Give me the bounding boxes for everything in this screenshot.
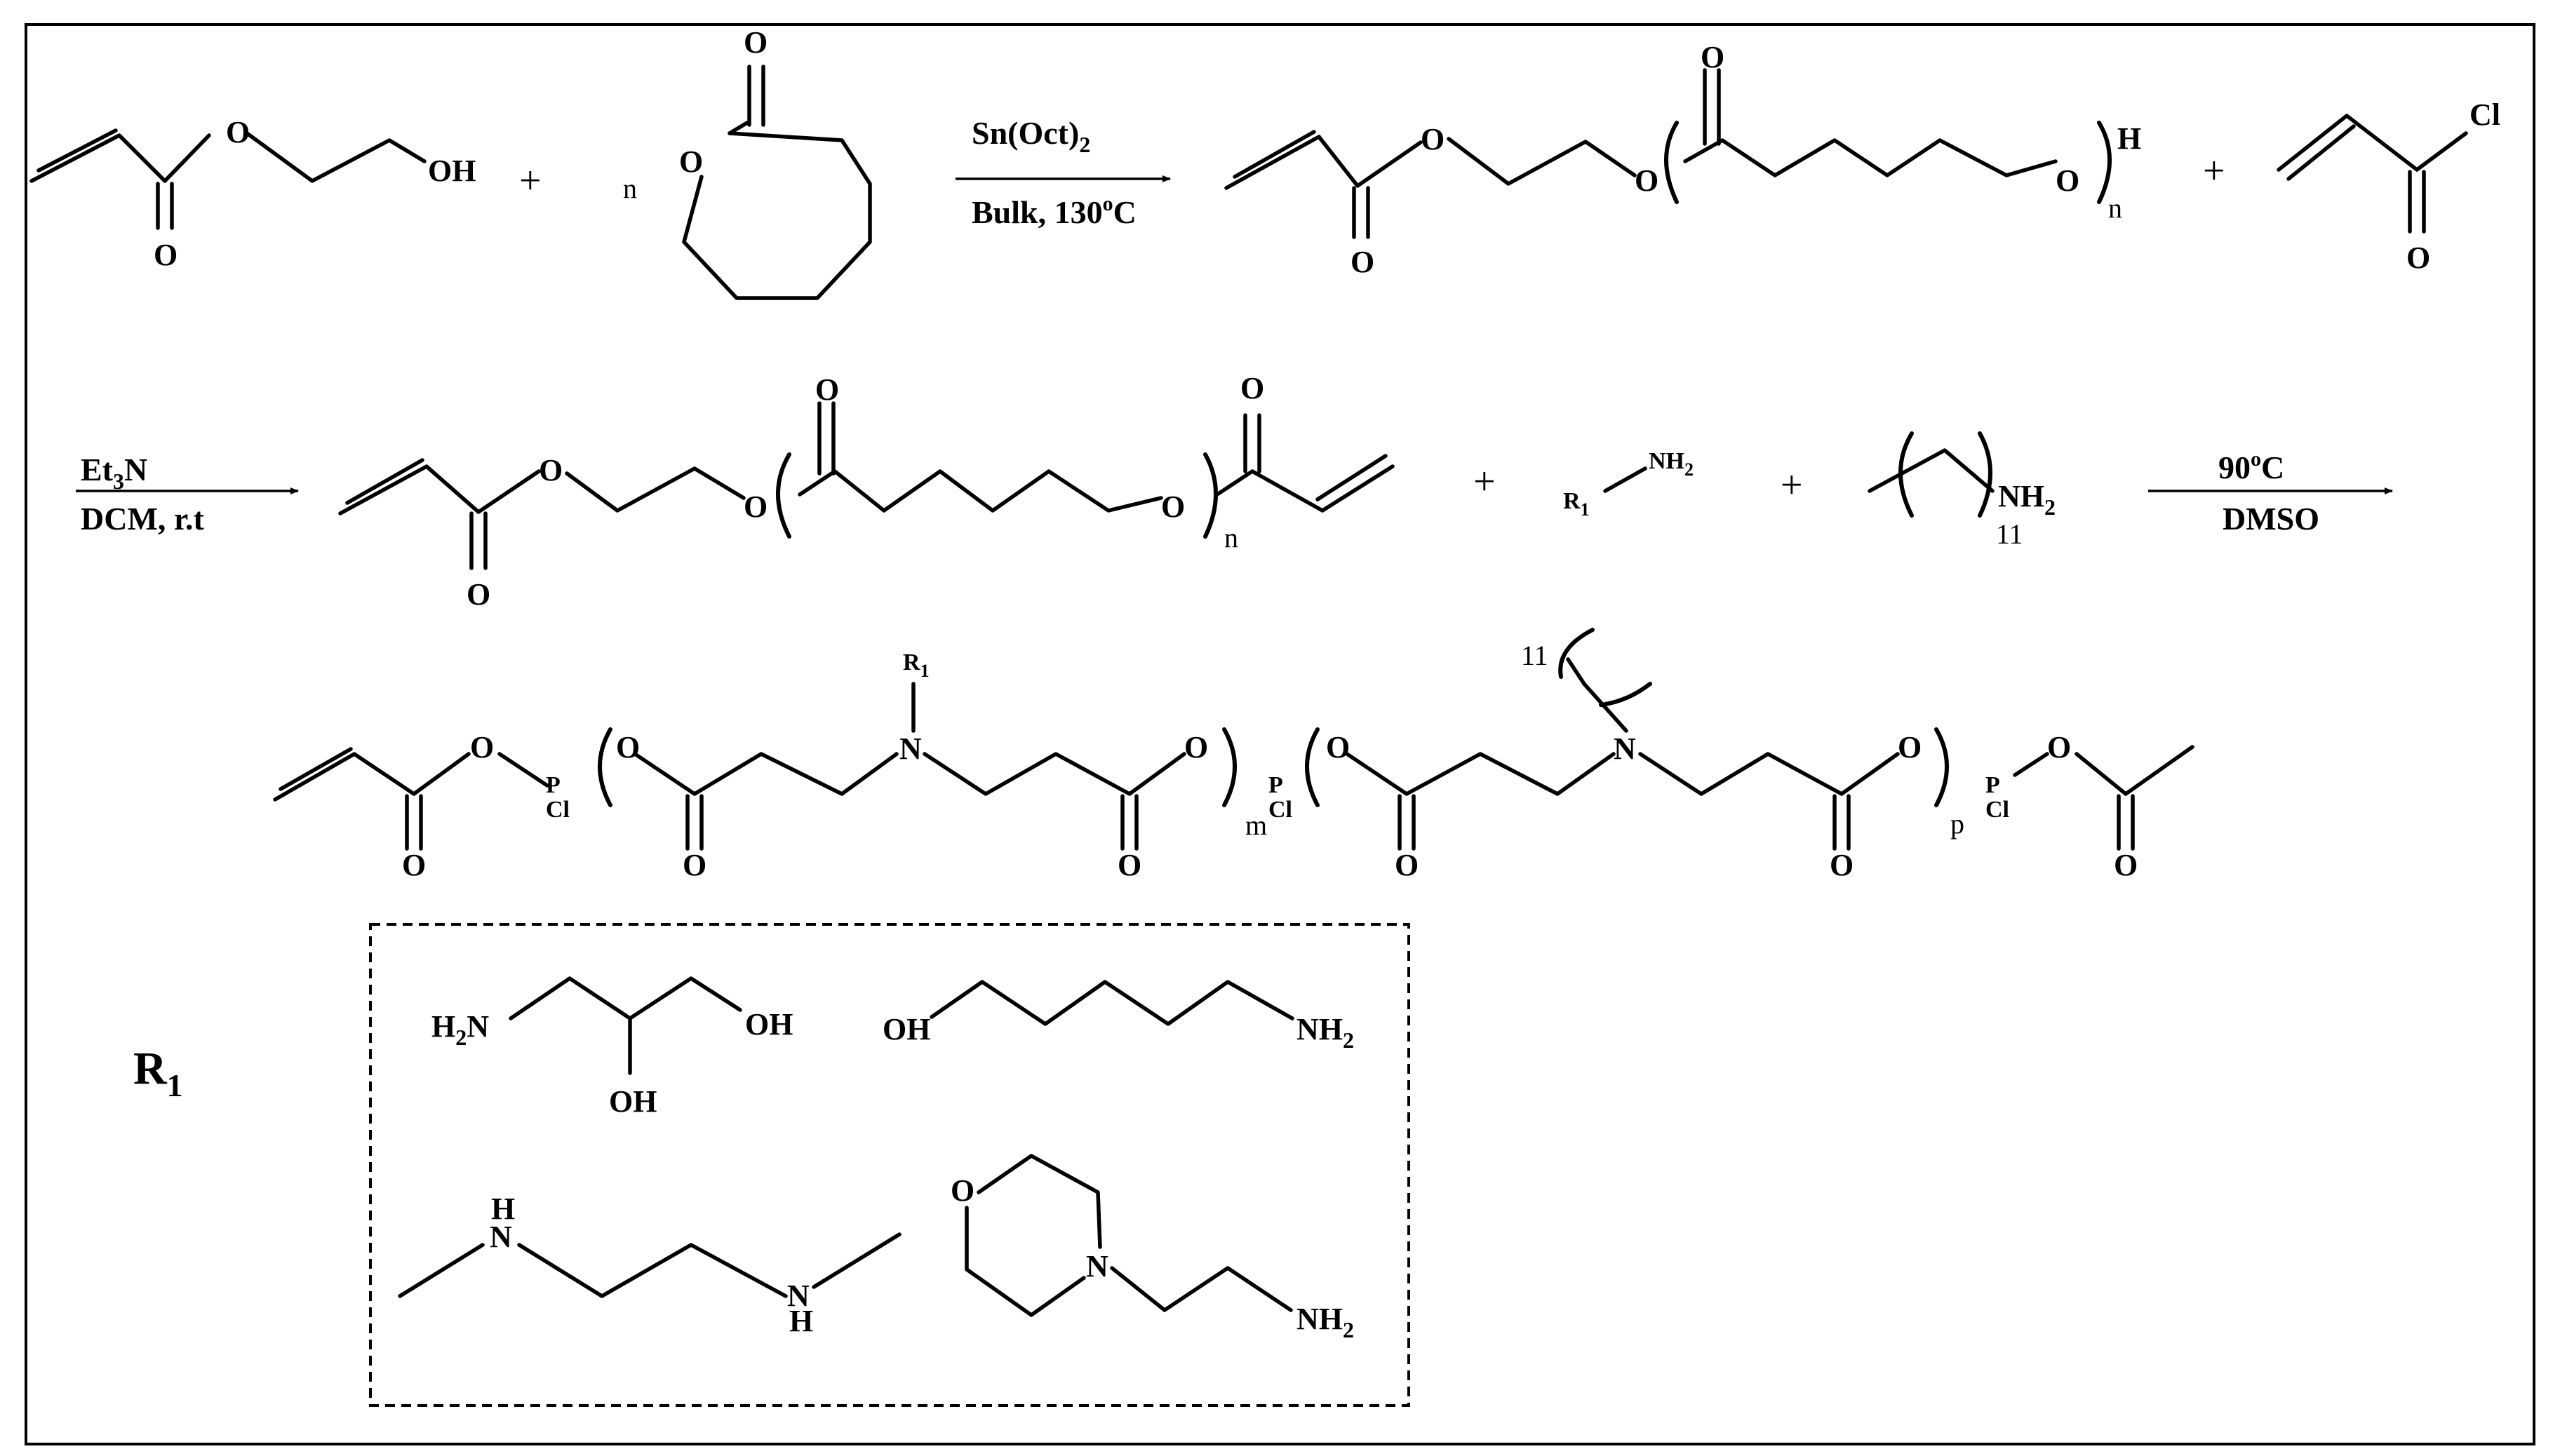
r1-label: R1: [1563, 488, 1590, 520]
pcl-carbonyl-oxygen-label: O: [1701, 40, 1724, 74]
carbonyl-oxygen-label: O: [154, 238, 177, 272]
ester-oxygen-label: O: [539, 453, 563, 487]
plus-sign: +: [519, 159, 542, 203]
amine-label: NH2: [1649, 448, 1694, 480]
acrylate-carbonyl-oxygen-label: O: [1240, 371, 1264, 405]
acryloyl-chloride: Cl O: [2277, 97, 2500, 275]
step3-solvent: DMSO: [2223, 501, 2319, 537]
block-p-label: P: [546, 772, 561, 798]
carbonyl-oxygen-label: O: [1351, 245, 1374, 279]
plus-sign: +: [2203, 149, 2225, 193]
hydroxyl-label: OH: [428, 154, 476, 188]
carbonyl-oxygen-label: O: [1118, 848, 1141, 882]
plus-sign: +: [1473, 460, 1496, 504]
oxygen-label: O: [1326, 730, 1350, 764]
dodecylamine: NH2 11: [1868, 431, 2056, 550]
amine-h-label: H: [491, 1192, 515, 1226]
ester-oxygen-label: O: [2047, 730, 2071, 764]
hydroxyl-label: OH: [609, 1084, 657, 1119]
chlorine-label: Cl: [2469, 97, 2500, 132]
pcl-start-oxygen-label: O: [744, 490, 768, 524]
aminoethyl-morpholine: O N NH2: [951, 1154, 1354, 1342]
carbonyl-oxygen-label: O: [2406, 241, 2430, 275]
ester-oxygen-label: O: [470, 730, 494, 764]
carbonyl-oxygen-label: O: [2114, 848, 2138, 882]
amine-label: NH2: [1296, 1012, 1354, 1053]
carbonyl-oxygen-label: O: [1830, 848, 1854, 882]
hydroxyl-label: OH: [883, 1012, 930, 1046]
pcl-carbonyl-oxygen-label: O: [815, 372, 839, 407]
index-eleven: 11: [1996, 518, 2023, 550]
amine-n-label: N: [1614, 732, 1636, 766]
oxygen-label: O: [1898, 730, 1922, 764]
oxygen-label: O: [616, 730, 640, 764]
hydrogen-end-label: H: [2117, 121, 2141, 156]
ring-oxygen-label: O: [679, 144, 703, 179]
hydroxyl-label: OH: [745, 1007, 793, 1042]
reaction-arrow-step3: 90oC DMSO: [2148, 447, 2393, 537]
reaction-arrow-step2: Et3N DCM, r.t: [76, 452, 299, 537]
r1-amine: R1 NH2: [1563, 448, 1694, 520]
step1-conditions: Bulk, 130oC: [972, 192, 1137, 230]
step3-temperature: 90oC: [2218, 447, 2284, 485]
amine-label: NH2: [1998, 479, 2056, 520]
carbonyl-oxygen-label: O: [402, 848, 426, 882]
block-p-label: P: [1268, 772, 1283, 798]
step2-reagent: Et3N: [81, 452, 147, 494]
lactone-carbonyl-oxygen-label: O: [744, 25, 768, 60]
pcl-diacrylate: O O O O O O n: [338, 371, 1395, 612]
amine-label: H2N: [431, 1009, 489, 1050]
amine-h-label: H: [789, 1304, 813, 1338]
block-chlorine-label: Cl: [1268, 797, 1292, 823]
amine-n-label: N: [899, 732, 922, 766]
reaction-arrow-step1: Sn(Oct)2 Bulk, 130oC: [956, 115, 1171, 230]
index-p: p: [1950, 808, 1964, 840]
ring-oxygen-label: O: [951, 1173, 974, 1208]
r1-options-box: [369, 923, 1410, 1407]
final-polymer: O O P Cl O O N R1 O O m P Cl O O N 11: [273, 628, 2194, 882]
amine-n-label: N: [490, 1220, 512, 1254]
step1-reagent: Sn(Oct)2: [972, 115, 1090, 157]
amino-propanediol: H2N OH OH: [431, 976, 793, 1119]
caprolactone-ring: O O: [679, 25, 872, 300]
ester-oxygen-label: O: [1421, 122, 1445, 156]
step2-conditions: DCM, r.t: [81, 501, 205, 537]
carbonyl-oxygen-label: O: [467, 577, 490, 612]
ester-oxygen-label: O: [226, 115, 250, 149]
index-m: m: [1245, 809, 1267, 841]
r1-box-label: R1: [133, 1043, 183, 1103]
index-eleven: 11: [1521, 640, 1548, 671]
index-n: n: [2108, 192, 2122, 224]
block-chlorine-label: Cl: [546, 797, 570, 823]
carbonyl-oxygen-label: O: [1395, 848, 1419, 882]
amine-label: NH2: [1296, 1302, 1354, 1342]
block-p-label: P: [1985, 772, 2000, 798]
dimethylethylenediamine: H N N H: [398, 1192, 902, 1338]
scheme-frame: [25, 23, 2535, 1445]
hea-pcl-product: O O O O O H n: [1224, 40, 2141, 279]
amine-n-label: N: [787, 1279, 810, 1313]
oxygen-label: O: [1184, 730, 1208, 764]
hydroxyethyl-acrylate: O O OH: [29, 115, 476, 272]
index-n: n: [1224, 522, 1238, 553]
pcl-end-oxygen-label: O: [1161, 490, 1185, 524]
aminohexanol: OH NH2: [883, 980, 1354, 1053]
amine-n-label: N: [1086, 1249, 1108, 1283]
index-n: n: [623, 173, 637, 204]
block-chlorine-label: Cl: [1985, 797, 2009, 823]
pcl-end-oxygen-label: O: [2056, 163, 2079, 198]
r1-substituent-label: R1: [903, 649, 930, 681]
plus-sign: +: [1781, 464, 1803, 507]
carbonyl-oxygen-label: O: [683, 848, 706, 882]
pcl-start-oxygen-label: O: [1635, 163, 1658, 198]
